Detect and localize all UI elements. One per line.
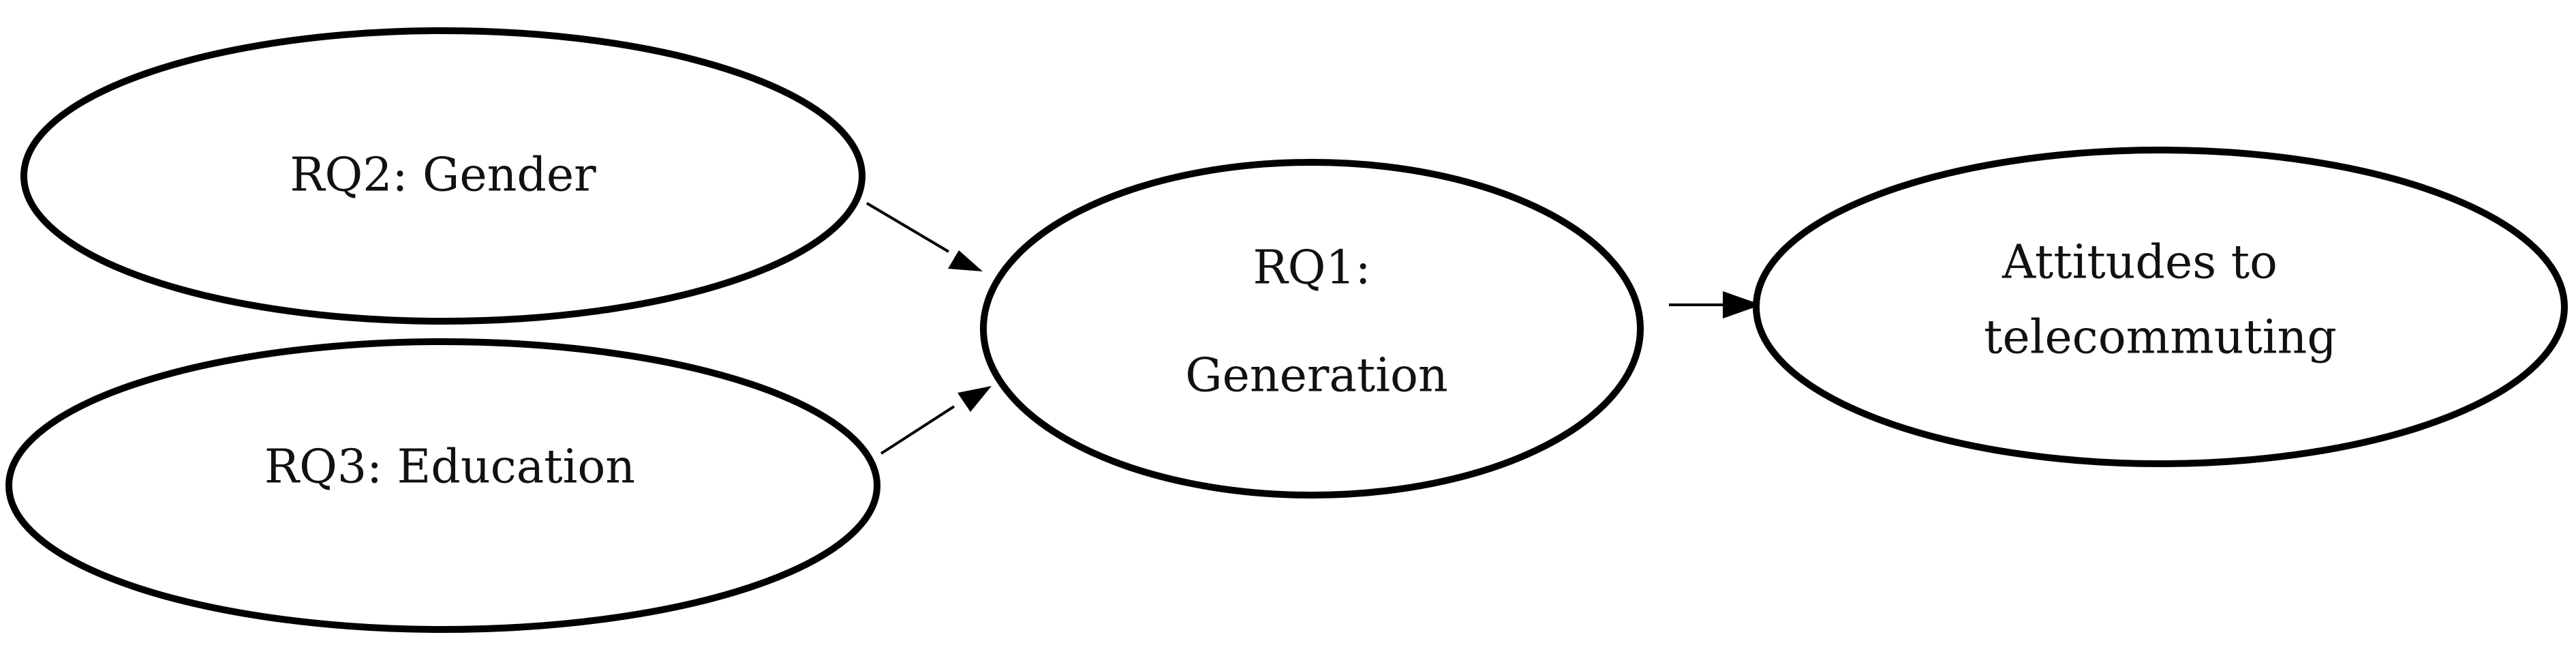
node-gender-ellipse bbox=[20, 27, 865, 325]
node-gender: RQ2: Gender bbox=[20, 27, 865, 325]
node-attitudes-ellipse bbox=[1753, 147, 2568, 467]
node-attitudes-line1: Attitudes to bbox=[2002, 236, 2278, 290]
node-education: RQ3: Education bbox=[5, 338, 880, 633]
edge-line bbox=[880, 405, 955, 455]
node-education-label: RQ3: Education bbox=[264, 441, 635, 494]
arrow-head bbox=[957, 386, 992, 412]
edge-gender-to-generation bbox=[865, 202, 983, 271]
node-generation: RQ1: Generation bbox=[980, 159, 1644, 499]
node-generation-line2: Generation bbox=[1185, 349, 1447, 403]
arrow-head bbox=[1723, 291, 1762, 318]
edges bbox=[865, 202, 1762, 455]
edge-line bbox=[865, 202, 950, 253]
edge-generation-to-attitudes bbox=[1669, 291, 1762, 318]
arrow-head bbox=[948, 250, 983, 271]
node-attitudes: Attitudes to telecommuting bbox=[1753, 147, 2568, 467]
edge-education-to-generation bbox=[880, 386, 992, 455]
node-education-ellipse bbox=[5, 338, 880, 633]
node-attitudes-line2: telecommuting bbox=[1984, 311, 2337, 365]
node-generation-line1: RQ1: bbox=[1253, 241, 1370, 295]
node-gender-label: RQ2: Gender bbox=[290, 149, 596, 203]
node-generation-ellipse bbox=[980, 159, 1644, 499]
